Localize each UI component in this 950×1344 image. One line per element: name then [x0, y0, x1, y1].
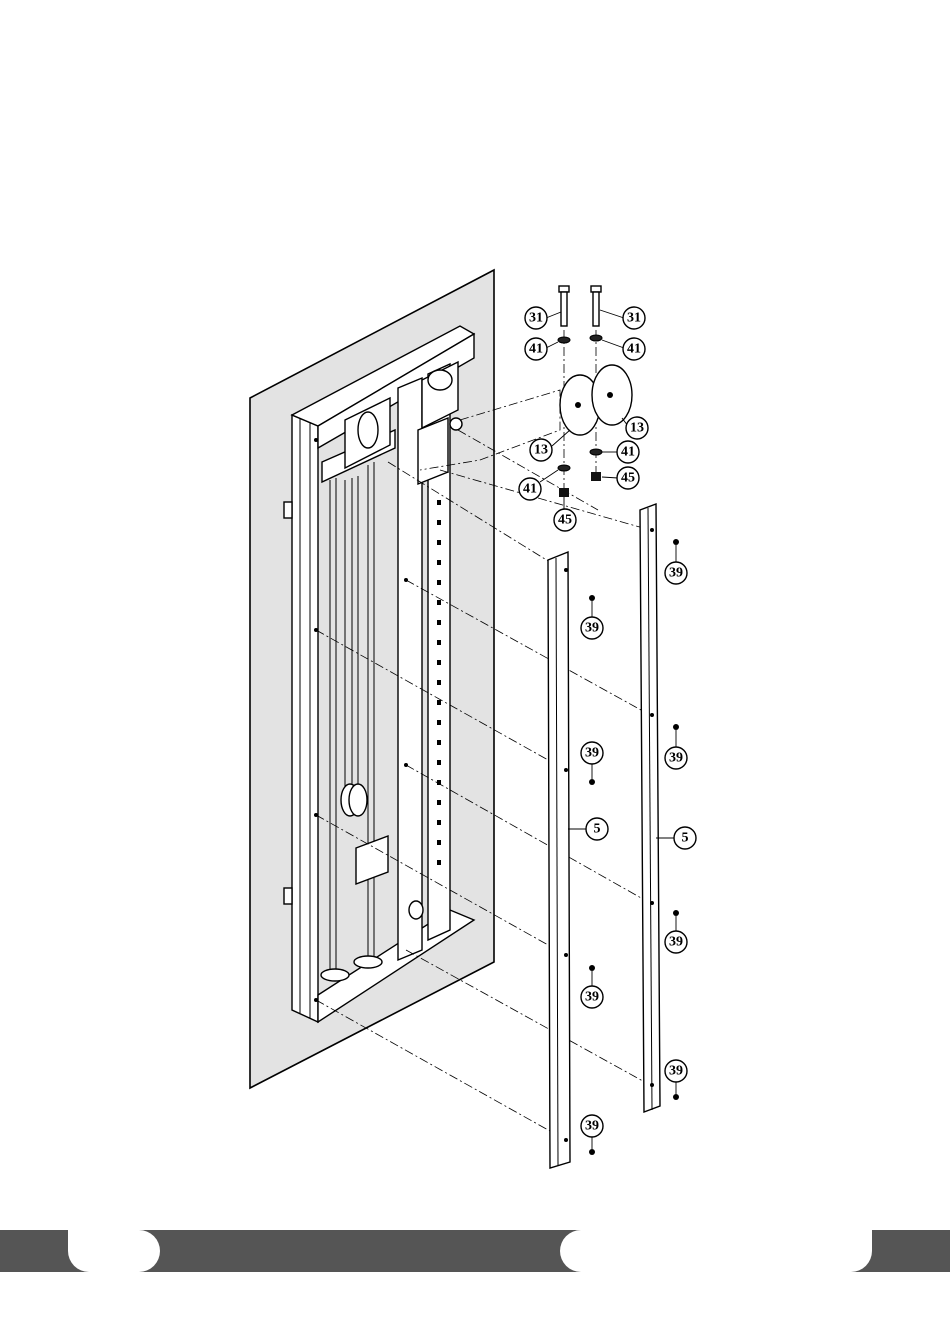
svg-text:31: 31 — [529, 311, 543, 326]
callout-bolt-left: 31 — [525, 307, 561, 329]
svg-text:39: 39 — [585, 746, 599, 761]
svg-text:39: 39 — [669, 751, 683, 766]
section-pill — [560, 1230, 872, 1272]
svg-text:39: 39 — [669, 566, 683, 581]
callout-screw-l4: 39 — [581, 1115, 603, 1149]
callout-cover-right: 5 — [656, 827, 696, 849]
callout-screw-l3: 39 — [581, 971, 603, 1008]
svg-text:41: 41 — [621, 445, 635, 460]
callout-washer-top-left: 41 — [525, 338, 558, 360]
callout-screw-l2: 39 — [581, 742, 603, 779]
callout-screw-r3: 39 — [665, 916, 687, 953]
svg-text:39: 39 — [669, 935, 683, 950]
svg-text:39: 39 — [585, 990, 599, 1005]
svg-text:41: 41 — [523, 482, 537, 497]
svg-text:13: 13 — [630, 421, 644, 436]
callout-screw-r2: 39 — [665, 730, 687, 769]
callout-washer-bottom-right: 41 — [602, 441, 639, 463]
cover-right — [640, 504, 660, 1112]
svg-text:45: 45 — [621, 471, 635, 486]
callout-washer-bottom-left: 41 — [519, 470, 558, 500]
svg-text:41: 41 — [627, 342, 641, 357]
svg-text:31: 31 — [627, 311, 641, 326]
svg-text:41: 41 — [529, 342, 543, 357]
svg-text:45: 45 — [558, 513, 572, 528]
callout-washer-top-right: 41 — [602, 338, 645, 360]
svg-text:13: 13 — [534, 443, 548, 458]
callout-nut-left: 45 — [554, 497, 576, 531]
callout-pulley-right: 13 — [622, 417, 648, 439]
cover-left — [548, 552, 570, 1168]
svg-text:39: 39 — [585, 621, 599, 636]
callout-bolt-right: 31 — [600, 307, 645, 329]
svg-text:39: 39 — [669, 1064, 683, 1079]
callout-cover-left: 5 — [568, 818, 608, 840]
pulley-hardware — [558, 286, 632, 497]
page-number-pill — [68, 1230, 160, 1272]
svg-text:5: 5 — [594, 822, 601, 837]
callout-nut-right: 45 — [602, 467, 639, 489]
callout-screw-r1: 39 — [665, 545, 687, 584]
callout-screw-r4: 39 — [665, 1060, 687, 1094]
callout-screw-l1: 39 — [581, 601, 603, 639]
svg-text:39: 39 — [585, 1119, 599, 1134]
svg-text:5: 5 — [682, 831, 689, 846]
